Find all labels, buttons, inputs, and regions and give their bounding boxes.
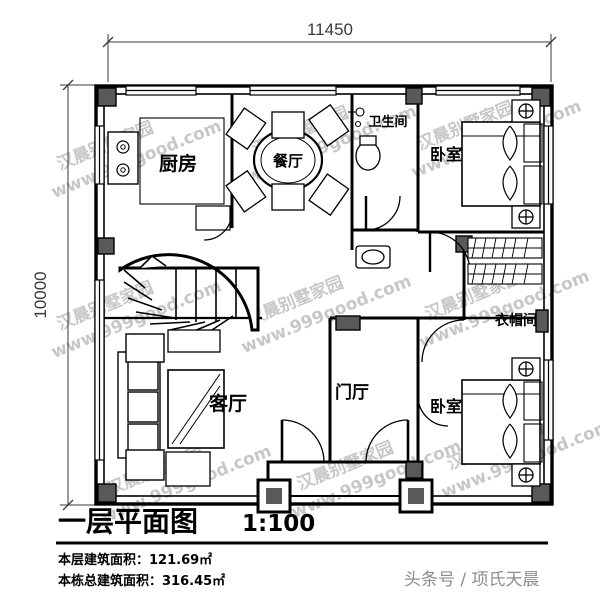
fixture-sofa-main	[117, 351, 161, 459]
window-east-bed2	[543, 359, 554, 441]
window-east-bed1	[543, 125, 554, 205]
fixture-side-table	[165, 451, 211, 487]
door-wardrobe	[421, 319, 465, 363]
wall-layer	[94, 84, 554, 506]
fixture-sofa-chair-bottom	[125, 449, 165, 481]
fixture-dining-chairs	[225, 103, 350, 217]
dining-chair	[308, 103, 350, 147]
window-bed1-north	[435, 85, 521, 96]
dining-chair	[225, 107, 267, 151]
room-label-kitchen: 厨房	[159, 152, 197, 175]
room-label-bathroom: 卫生间	[368, 114, 407, 130]
room-label-foyer: 门厅	[335, 382, 369, 403]
window-kitchen-north	[125, 85, 197, 96]
porch-column-sw	[256, 478, 292, 514]
fixture-closet-rails	[467, 237, 543, 285]
fixture-sofa-chair-top	[125, 333, 165, 363]
door-layer	[203, 195, 471, 463]
kitchen-cabinet	[195, 205, 231, 231]
drawing-scale: 1:100	[242, 511, 315, 537]
window-dining-north	[249, 85, 337, 96]
dimension-label-width: 11450	[307, 20, 353, 39]
furniture-layer	[107, 99, 543, 487]
fixture-tv-console	[167, 329, 221, 353]
dining-chair	[308, 173, 350, 217]
column-porch-ne	[405, 461, 423, 479]
column-interior-b	[335, 315, 361, 331]
drawing-title: 一层平面图	[58, 505, 198, 538]
window-layer	[94, 85, 554, 461]
column-se	[531, 483, 551, 503]
dim-tick-top	[62, 79, 74, 91]
dining-chair	[225, 169, 267, 213]
room-label-bedroom-2: 卧室	[430, 397, 462, 416]
room-label-living: 客厅	[209, 392, 247, 415]
column-nw	[97, 87, 117, 107]
floor-area-text: 本层建筑面积：121.69㎡	[58, 552, 212, 568]
fixture-bed-2	[461, 379, 543, 465]
fixture-stove	[107, 131, 139, 185]
column-w-mid	[97, 237, 115, 255]
total-area-text: 本栋总建筑面积：316.45㎡	[58, 573, 225, 589]
door-entry-double	[280, 419, 410, 463]
fixture-bed-1	[461, 121, 543, 207]
door-bedroom2	[417, 395, 449, 427]
dim-tick-bottom	[62, 499, 74, 511]
credit-text: 头条号 / 项氏天晨	[404, 570, 540, 590]
door-kitchen	[203, 211, 233, 241]
column-e-mid	[535, 309, 549, 333]
fixture-nightstand-1a	[511, 99, 541, 123]
dining-chair	[271, 183, 305, 211]
fixture-toilet	[355, 135, 381, 171]
fixture-nightstand-2b	[511, 463, 541, 487]
fixture-nightstand-1b	[511, 205, 541, 229]
room-label-layer: 厨房 餐厅 卫生间 卧室 衣帽间 客厅 门厅 卧室	[159, 114, 537, 416]
fixture-shower-valve	[348, 107, 365, 128]
window-west-living	[94, 279, 105, 461]
room-label-bedroom-1: 卧室	[430, 145, 462, 164]
column-layer	[97, 87, 551, 514]
dimension-label-height: 10000	[31, 271, 50, 318]
fixture-nightstand-2a	[511, 357, 541, 381]
door-bathroom	[364, 195, 401, 231]
room-label-wardrobe: 衣帽间	[495, 312, 537, 329]
fixture-bath-sink	[355, 245, 391, 269]
fixture-coffee-table	[167, 369, 225, 449]
kitchen-counter	[139, 117, 225, 205]
dining-chair	[271, 111, 305, 139]
column-sw	[97, 483, 117, 503]
window-west-upper	[94, 125, 105, 185]
porch-column-se	[398, 478, 434, 514]
dim-tick-right	[545, 36, 557, 48]
fixture-spiral-stair	[118, 253, 260, 333]
room-label-dining: 餐厅	[273, 152, 303, 170]
dim-tick-left	[102, 36, 114, 48]
title-block: 一层平面图 1:100 本层建筑面积：121.69㎡ 本栋总建筑面积：316.4…	[56, 505, 548, 590]
column-n-mid	[405, 87, 423, 105]
